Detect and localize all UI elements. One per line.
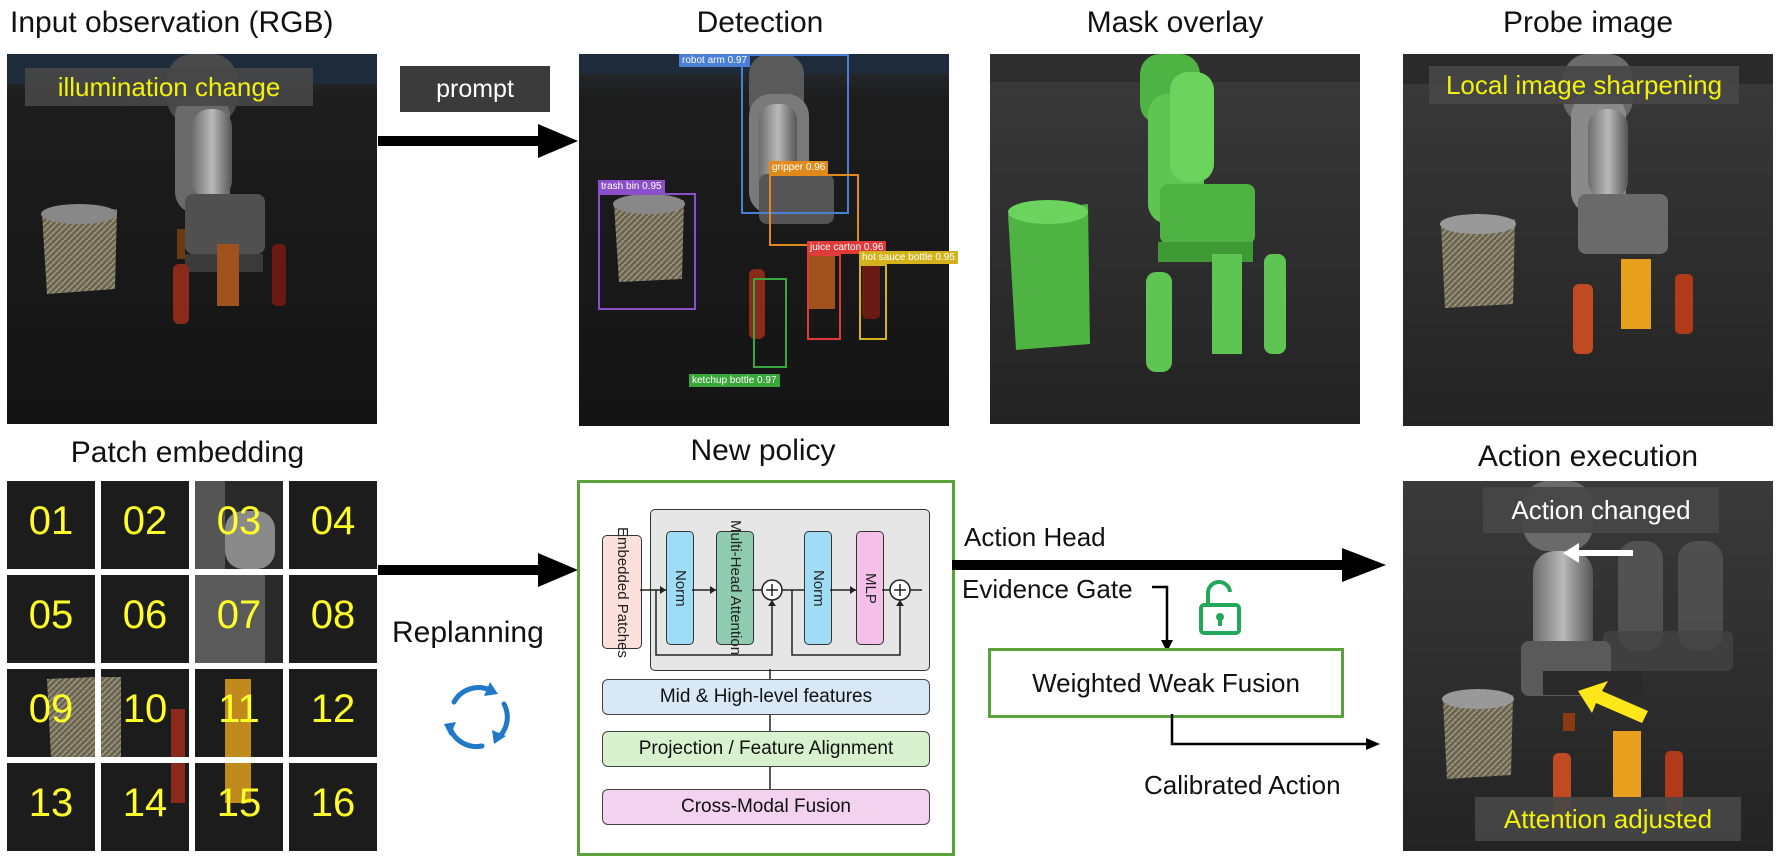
new-policy-frame: Embedded Patches Norm Multi-Head Attenti… <box>577 480 955 856</box>
patch-number: 04 <box>310 499 356 543</box>
mlp-block: MLP <box>856 531 884 645</box>
probe-image: Local image sharpening <box>1403 54 1773 426</box>
input-observation-image: illumination change <box>7 54 377 424</box>
patch-number: 03 <box>216 499 262 543</box>
patch-number: 08 <box>310 593 356 637</box>
mid-high-features-block: Mid & High-level features <box>602 679 930 715</box>
unlock-icon <box>1199 579 1241 635</box>
right-arrow-icon <box>378 124 578 158</box>
detection-label-gripper: gripper 0.96 <box>769 161 829 174</box>
calibrated-action-label: Calibrated Action <box>1144 770 1341 800</box>
action-changed-banner: Action changed <box>1483 487 1719 533</box>
detection-box-robot-arm <box>741 54 849 214</box>
detection-label-ketchup: ketchup bottle 0.97 <box>689 374 780 387</box>
patch-number: 02 <box>122 499 168 543</box>
mask-overlay-image <box>990 54 1360 424</box>
patch-number: 13 <box>28 781 74 825</box>
patch-number: 10 <box>122 687 168 731</box>
patch-number: 12 <box>310 687 356 731</box>
embedded-patches-block: Embedded Patches <box>602 527 642 657</box>
evidence-gate-connector <box>1152 585 1173 652</box>
title-new-policy: New policy <box>690 434 836 467</box>
patch-number: 06 <box>122 593 168 637</box>
right-arrow-icon <box>378 553 578 587</box>
detection-label-juice-carton: juice carton 0.96 <box>807 241 887 254</box>
action-execution-image: Action changed Attention adjusted <box>1403 481 1773 851</box>
detection-label-trash-bin: trash bin 0.95 <box>598 180 665 193</box>
norm-block-2: Norm <box>804 531 832 645</box>
attention-block: Multi-Head Attention <box>716 520 754 656</box>
patch: 04 <box>289 481 377 569</box>
title-probe-image: Probe image <box>1502 6 1674 39</box>
patch-grid: 01 02 03 04 05 06 07 08 09 10 11 12 13 1… <box>7 481 377 851</box>
patch: 15 <box>195 763 283 851</box>
detection-box-juice-carton <box>807 254 841 340</box>
detection-image: robot arm 0.97 gripper 0.96 trash bin 0.… <box>579 54 958 426</box>
patch-number: 15 <box>216 781 262 825</box>
patch: 16 <box>289 763 377 851</box>
detection-box-trash-bin <box>598 193 696 310</box>
title-patch-embedding: Patch embedding <box>70 436 305 469</box>
patch: 13 <box>7 763 95 851</box>
norm-block-1: Norm <box>666 531 694 645</box>
patch-number: 09 <box>28 687 74 731</box>
detection-box-ketchup <box>753 278 787 368</box>
transformer-connectors <box>640 579 922 803</box>
patch: 01 <box>7 481 95 569</box>
cross-modal-fusion-block: Cross-Modal Fusion <box>602 789 930 825</box>
patch-number: 01 <box>28 499 74 543</box>
patch: 09 <box>7 669 95 757</box>
action-head-label: Action Head <box>964 522 1106 552</box>
detection-box-hot-sauce <box>859 264 887 340</box>
projection-alignment-block: Projection / Feature Alignment <box>602 731 930 767</box>
patch: 08 <box>289 575 377 663</box>
title-detection: Detection <box>696 6 824 39</box>
prompt-label: prompt <box>400 66 550 112</box>
right-arrow-icon <box>952 548 1386 582</box>
detection-label-hot-sauce: hot sauce bottle 0.95 <box>859 251 958 264</box>
patch-number: 14 <box>122 781 168 825</box>
title-input-observation: Input observation (RGB) <box>10 6 334 39</box>
detection-label-robot-arm: robot arm 0.97 <box>679 54 751 67</box>
detection-box-gripper <box>769 174 859 246</box>
title-action-execution: Action execution <box>1477 440 1699 473</box>
patch: 10 <box>101 669 189 757</box>
local-sharpening-banner: Local image sharpening <box>1429 66 1739 104</box>
title-mask-overlay: Mask overlay <box>1086 6 1264 39</box>
patch: 03 <box>195 481 283 569</box>
patch-number: 16 <box>310 781 356 825</box>
patch: 05 <box>7 575 95 663</box>
patch: 02 <box>101 481 189 569</box>
patch: 07 <box>195 575 283 663</box>
patch: 14 <box>101 763 189 851</box>
attention-adjusted-banner: Attention adjusted <box>1475 797 1741 841</box>
evidence-gate-label: Evidence Gate <box>962 574 1133 604</box>
patch-number: 11 <box>218 687 260 731</box>
patch: 11 <box>195 669 283 757</box>
replanning-label: Replanning <box>392 616 544 649</box>
weighted-weak-fusion-box: Weighted Weak Fusion <box>988 648 1344 718</box>
yellow-pointer-arrow-icon <box>1578 681 1648 723</box>
calibrated-action-connector <box>1170 714 1380 750</box>
patch: 06 <box>101 575 189 663</box>
patch-number: 05 <box>28 593 74 637</box>
left-arrow-icon <box>1563 543 1633 563</box>
patch: 12 <box>289 669 377 757</box>
illumination-change-banner: illumination change <box>25 68 313 106</box>
patch-number: 07 <box>216 593 262 637</box>
refresh-cycle-icon <box>444 682 510 750</box>
